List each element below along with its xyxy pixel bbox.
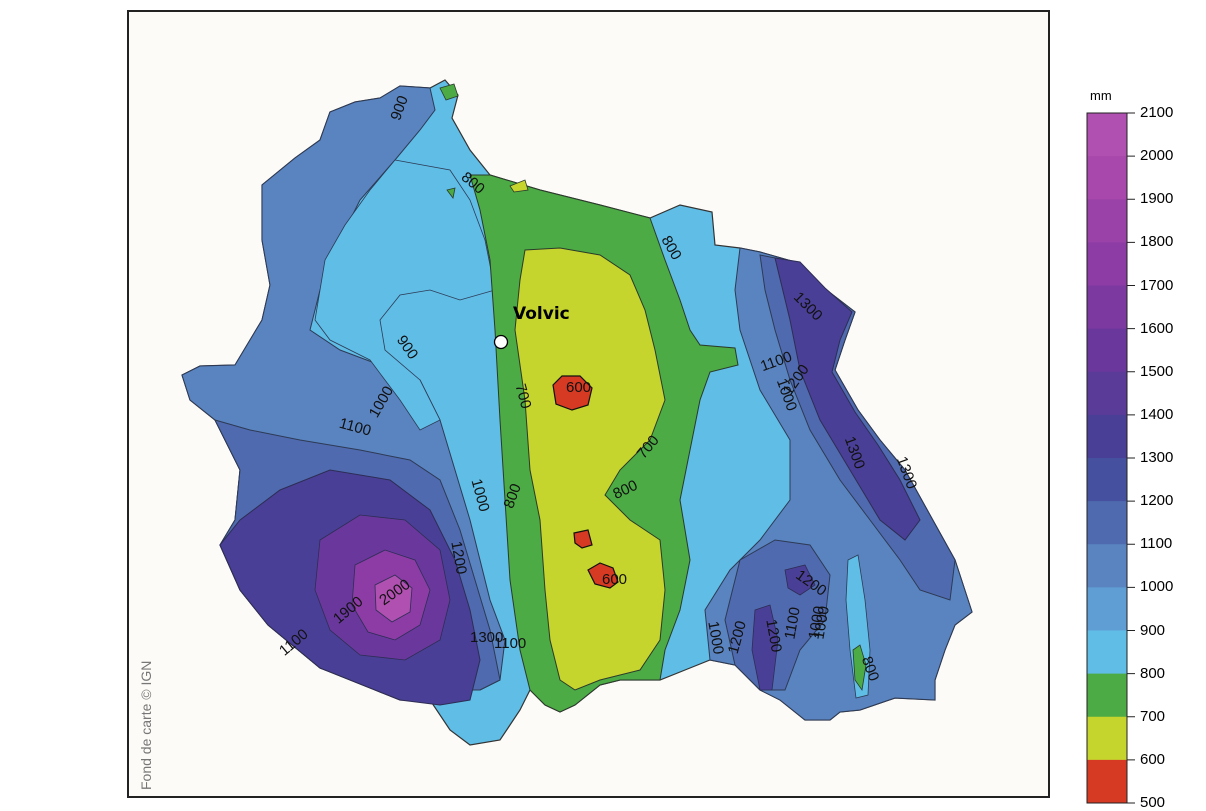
- zone-600-700-north-patch: [509, 179, 529, 193]
- zone-800-900-inlet: [314, 159, 496, 431]
- legend-swatch: [1087, 458, 1127, 502]
- legend-colorbar: [1086, 112, 1135, 804]
- contour-label: 700: [512, 382, 535, 411]
- legend-tick-label: 2100: [1140, 104, 1174, 121]
- legend-tick-label: 1500: [1140, 362, 1174, 380]
- legend-tick-label: 1100: [1140, 535, 1173, 553]
- zone-below-600-south: [587, 562, 619, 589]
- legend-tick-label: 2000: [1140, 147, 1174, 165]
- contour-label: 1200: [447, 540, 470, 576]
- contour-label: 1000: [805, 605, 828, 641]
- zone-1200-south-core: [751, 604, 779, 691]
- legend-tick-label: 1800: [1140, 233, 1174, 251]
- legend-swatch: [1087, 156, 1127, 200]
- legend-swatch: [1087, 328, 1127, 373]
- legend-swatch: [1087, 716, 1127, 761]
- legend-swatch: [1087, 544, 1127, 588]
- volvic-label: Volvic: [513, 304, 570, 324]
- zone-700-800-north-patch: [439, 83, 459, 101]
- legend-swatch: [1087, 501, 1127, 545]
- legend-tick-label: 1300: [1140, 449, 1174, 466]
- contour-label: 600: [602, 571, 627, 588]
- legend-swatch: [1087, 199, 1127, 243]
- zone-below-600-mid: [573, 529, 593, 549]
- zone-2000-peak: [374, 574, 413, 623]
- legend-tick-label: 1600: [1140, 319, 1174, 337]
- legend-tick-label: 1900: [1140, 190, 1174, 208]
- legend-swatch: [1087, 587, 1127, 631]
- zone-below-600-north: [552, 375, 593, 411]
- legend-tick-label: 1400: [1140, 405, 1174, 423]
- legend-swatch: [1087, 285, 1127, 330]
- legend-swatch: [1087, 414, 1127, 459]
- legend-swatch: [1087, 759, 1127, 804]
- contour-label: 1300: [470, 629, 503, 646]
- legend-swatch: [1087, 371, 1127, 416]
- contour-label: 1000: [704, 620, 727, 656]
- contour-label: 1100: [494, 635, 526, 652]
- legend-swatch: [1087, 242, 1127, 286]
- legend-tick-label: 700: [1140, 707, 1166, 725]
- volvic-marker[interactable]: [493, 334, 509, 350]
- zone-600-700-central: [514, 247, 666, 691]
- legend-tick-label: 900: [1140, 621, 1166, 639]
- contour-label: 1200: [762, 618, 785, 654]
- zone-700-800-north-patch2: [446, 187, 456, 199]
- zone-1300-1500-east: [774, 257, 921, 541]
- zone-1300-southeast-core: [784, 564, 816, 596]
- legend-unit: mm: [1090, 88, 1112, 103]
- legend-swatch: [1087, 630, 1127, 675]
- zone-700-800-east-patch: [852, 644, 867, 692]
- legend-tick-label: 800: [1140, 664, 1166, 682]
- map-credit: Fond de carte © IGN: [138, 660, 154, 790]
- legend-swatch: [1087, 673, 1127, 718]
- contour-label: 600: [566, 379, 591, 396]
- contour-label: 1000: [810, 605, 833, 641]
- legend-swatch: [1087, 113, 1127, 157]
- legend-tick-label: 500: [1140, 794, 1166, 811]
- legend-tick-label: 1200: [1140, 492, 1174, 510]
- legend-tick-label: 600: [1140, 750, 1166, 768]
- legend-tick-label: 1700: [1140, 276, 1174, 294]
- legend-tick-label: 1000: [1140, 578, 1174, 596]
- contour-label: 1100: [781, 606, 803, 641]
